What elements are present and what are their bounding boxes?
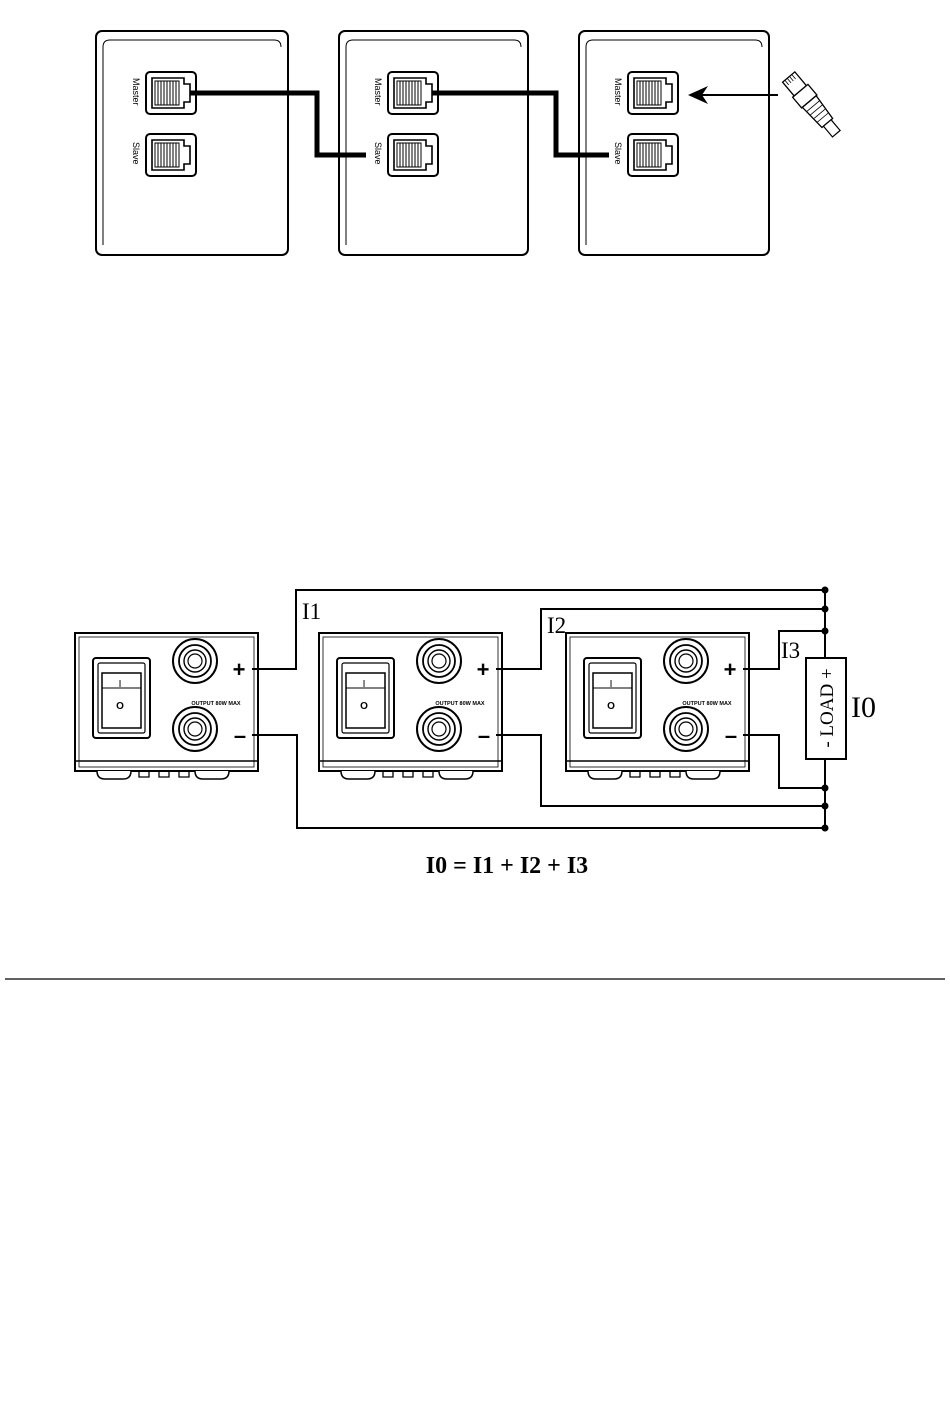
switch-on-label-2: I bbox=[363, 679, 366, 690]
output-label-3: OUTPUT 80W MAX bbox=[682, 701, 732, 707]
current-equation: I0 = I1 + I2 + I3 bbox=[426, 853, 588, 879]
power-supply-1: I O OUTPUT 80W MAX + – bbox=[75, 633, 258, 779]
slave-port-3 bbox=[628, 134, 678, 176]
parallel-output-diagram: I O OUTPUT 80W MAX + – I O OUTPUT 80W MA… bbox=[75, 587, 876, 880]
master-port-1 bbox=[146, 72, 196, 114]
power-supply-3: I O OUTPUT 80W MAX + – bbox=[566, 633, 749, 779]
minus-sign-1: – bbox=[234, 723, 246, 748]
plus-sign-3: + bbox=[724, 657, 737, 682]
power-supply-2: I O OUTPUT 80W MAX + – bbox=[319, 633, 502, 779]
switch-on-label-3: I bbox=[610, 679, 613, 690]
output-label-2: OUTPUT 80W MAX bbox=[435, 701, 485, 707]
switch-on-label-1: I bbox=[119, 679, 122, 690]
switch-off-label-3: O bbox=[607, 701, 615, 712]
slave-label-3: Slave bbox=[613, 142, 623, 165]
control-unit-2: Master Slave bbox=[339, 31, 528, 255]
slave-port-1 bbox=[146, 134, 196, 176]
master-port-3 bbox=[628, 72, 678, 114]
slave-label-2: Slave bbox=[373, 142, 383, 165]
load-label: - LOAD + bbox=[817, 668, 838, 747]
current-label-i1: I1 bbox=[302, 599, 321, 624]
current-label-i2: I2 bbox=[547, 613, 566, 638]
master-label-1: Master bbox=[131, 78, 141, 106]
output-label-1: OUTPUT 80W MAX bbox=[191, 701, 241, 707]
top-daisy-chain-diagram: Master Slave Master Slave Master Slave bbox=[96, 31, 844, 255]
switch-off-label-2: O bbox=[360, 701, 368, 712]
rj45-plug-icon bbox=[781, 71, 844, 141]
plus-sign-2: + bbox=[477, 657, 490, 682]
current-label-i3: I3 bbox=[781, 638, 800, 663]
switch-off-label-1: O bbox=[116, 701, 124, 712]
minus-sign-2: – bbox=[478, 723, 490, 748]
master-label-2: Master bbox=[373, 78, 383, 106]
minus-sign-3: – bbox=[725, 723, 737, 748]
control-unit-3: Master Slave bbox=[579, 31, 769, 255]
load-box: - LOAD + bbox=[806, 658, 846, 759]
slave-port-2 bbox=[388, 134, 438, 176]
master-port-2 bbox=[388, 72, 438, 114]
master-label-3: Master bbox=[613, 78, 623, 106]
slave-label-1: Slave bbox=[131, 142, 141, 165]
current-label-i0: I0 bbox=[851, 691, 876, 724]
control-unit-1: Master Slave bbox=[96, 31, 288, 255]
plus-sign-1: + bbox=[233, 657, 246, 682]
